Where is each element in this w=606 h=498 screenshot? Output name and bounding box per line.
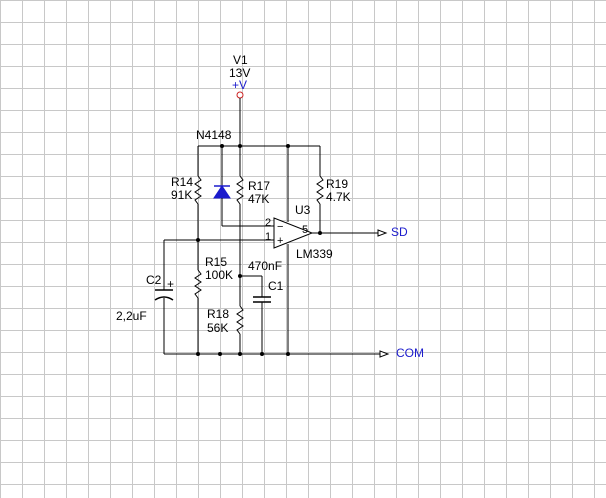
u3-part: LM339	[296, 247, 333, 261]
u3-plus: +	[277, 235, 283, 247]
u3-minus: −	[277, 221, 283, 233]
r17-value: 47K	[248, 192, 269, 206]
r18-value: 56K	[207, 321, 228, 335]
sd-port[interactable]	[377, 229, 388, 237]
junction	[260, 352, 264, 356]
supply-symbol: +V	[232, 78, 247, 92]
supply-terminal[interactable]	[236, 91, 244, 99]
u3-pin-1: 1	[265, 231, 271, 243]
r18-name: R18	[207, 307, 229, 321]
com-port[interactable]	[379, 350, 390, 358]
u3-pin-2: 2	[265, 217, 271, 229]
c2-value: 2,2uF	[116, 309, 147, 323]
r17-name: R17	[248, 179, 270, 193]
supply-voltage: 13V	[229, 66, 250, 80]
c1-name: C1	[268, 279, 284, 293]
junction	[218, 352, 222, 356]
u3-comparator[interactable]	[273, 217, 314, 249]
r15-symbol[interactable]	[194, 269, 202, 299]
r19-name: R19	[326, 177, 348, 191]
r15-value: 100K	[205, 268, 233, 282]
c2-plate-bottom	[154, 296, 174, 301]
c2-name: C2	[146, 273, 162, 287]
r17-symbol[interactable]	[236, 175, 244, 205]
diode-label: N4148	[196, 128, 232, 142]
r19-symbol[interactable]	[316, 175, 324, 205]
r19-value: 4.7K	[326, 190, 351, 204]
c1-value: 470nF	[248, 259, 282, 273]
sd-net-label: SD	[391, 225, 408, 239]
r14-value: 91K	[171, 188, 192, 202]
diode-symbol[interactable]	[213, 185, 231, 199]
r15-name: R15	[205, 255, 227, 269]
junction	[318, 231, 322, 235]
r14-symbol[interactable]	[194, 175, 202, 205]
r14-name: R14	[171, 175, 193, 189]
junction	[196, 352, 200, 356]
r18-symbol[interactable]	[236, 305, 244, 335]
com-net-label: COM	[396, 346, 424, 360]
u3-name: U3	[295, 203, 311, 217]
c2-polarity: +	[167, 277, 174, 291]
junction	[286, 352, 290, 356]
u3-pin-5: 5	[302, 224, 308, 236]
junction	[238, 352, 242, 356]
supply-name: V1	[233, 53, 248, 67]
